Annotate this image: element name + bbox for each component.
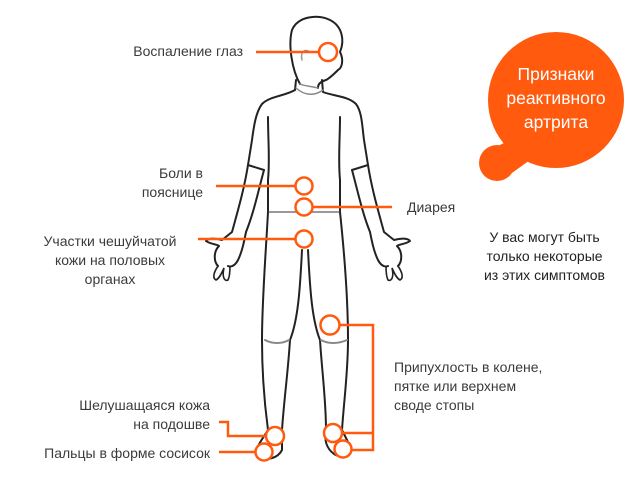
- label-eye-inflammation: Воспаление глаз: [133, 43, 243, 59]
- symptoms-note: У вас могут быть только некоторые из эти…: [467, 228, 622, 285]
- label-line: пояснице: [141, 184, 203, 200]
- label-line: Участки чешуйчатой: [43, 233, 177, 249]
- hands: [213, 265, 403, 282]
- label-swelling: Припухлость в колене, пятке или верхнем …: [394, 358, 542, 415]
- label-line: пятке или верхнем: [394, 378, 517, 394]
- note-line: У вас могут быть: [489, 229, 600, 245]
- label-line: своде стопы: [394, 397, 475, 413]
- label-line: Боли в: [159, 165, 203, 181]
- note-line: из этих симптомов: [483, 267, 605, 283]
- note-line: только некоторые: [486, 248, 603, 264]
- annotations: [198, 41, 392, 462]
- label-lower-back-pain: Боли в пояснице: [60, 164, 203, 202]
- label-line: Припухлость в колене,: [394, 359, 543, 375]
- label-genital-scaly-skin: Участки чешуйчатой кожи на половых орган…: [28, 232, 192, 289]
- badge-title-line: реактивного: [506, 88, 606, 108]
- badge-title: Признаки реактивного артрита: [500, 62, 612, 134]
- label-line: Шелушащаяся кожа: [79, 397, 210, 413]
- label-sole-peeling-skin: Шелушащаяся кожа на подошве: [30, 396, 210, 434]
- label-sausage-toes: Пальцы в форме сосисок: [44, 445, 210, 461]
- badge-title-line: артрита: [523, 112, 589, 132]
- label-line: на подошве: [133, 416, 210, 432]
- badge-title-line: Признаки: [517, 64, 595, 84]
- label-line: кожи на половых: [54, 252, 166, 268]
- badge-blob: [479, 32, 624, 181]
- label-line: органах: [84, 271, 136, 287]
- label-diarrhea: Диарея: [407, 199, 456, 215]
